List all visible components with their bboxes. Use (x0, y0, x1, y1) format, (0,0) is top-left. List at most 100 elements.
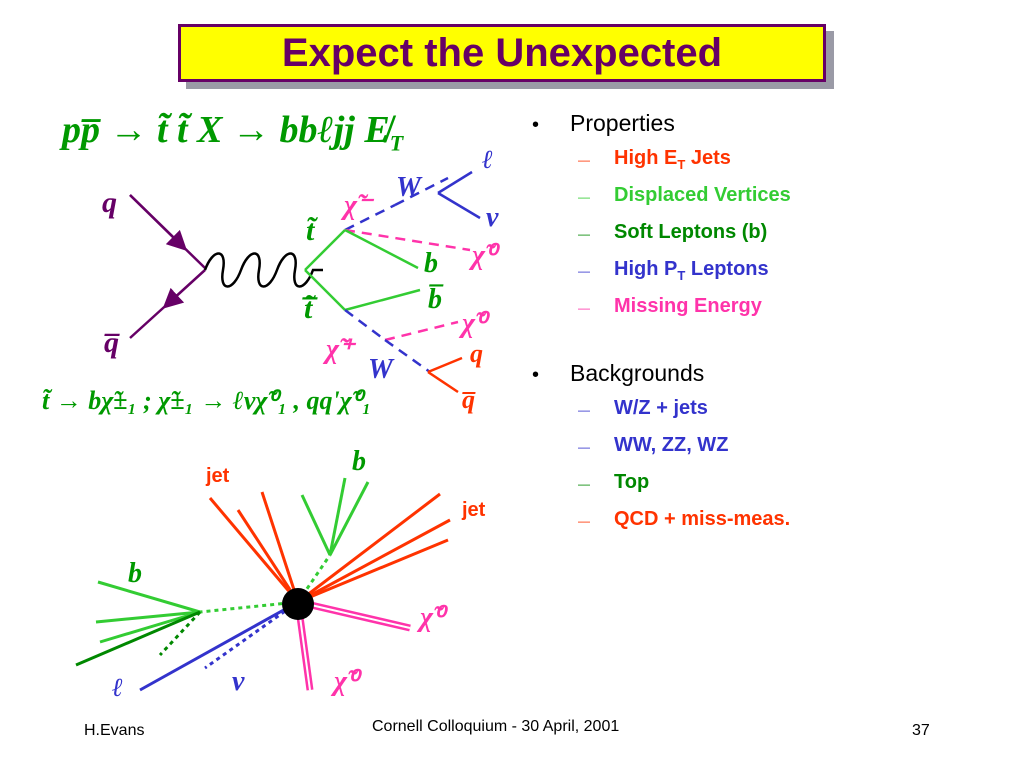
reaction-met-sub: T (389, 130, 404, 156)
bbar-quark-line (344, 288, 421, 312)
reaction-lhs: pp̅ (62, 109, 100, 151)
reaction-formula: pp̅ → t̃ t̃ X → bbℓjj E̸T (62, 108, 403, 158)
dash-marker: — (578, 153, 590, 167)
reaction-rhs: bbℓjj (279, 109, 365, 151)
b-quark-line (344, 228, 419, 270)
label-qbar-in: q̅ (104, 326, 120, 359)
footer-page-number: 37 (912, 722, 930, 739)
antiquark-line-in-arrow (162, 269, 206, 309)
footer-event: Cornell Colloquium - 30 April, 2001 (372, 718, 620, 735)
label-bbar: b̅ (428, 284, 444, 315)
property-text: High ET Jets (614, 147, 731, 172)
antistop-line (304, 269, 346, 311)
neutralino-top-line (344, 228, 471, 252)
stop-line (304, 229, 346, 271)
label-w-top: W (396, 172, 423, 203)
reaction-mid: t̃ t̃ X (157, 109, 223, 151)
label-chi0-right: χ̃⁰ (416, 602, 449, 633)
soft-lepton-track (75, 610, 201, 667)
b-jet-track (328, 481, 370, 556)
dash-marker: — (578, 514, 590, 528)
property-text: Displaced Vertices (614, 184, 791, 206)
property-text: Soft Leptons (b) (614, 221, 768, 243)
background-text: WW, ZZ, WZ (614, 434, 729, 456)
label-q-in: q (102, 186, 117, 219)
property-item: — Displaced Vertices (578, 184, 1002, 221)
primary-vertex (282, 588, 314, 620)
label-jet-right: jet (461, 499, 486, 521)
quark-line-in-arrow (129, 194, 188, 251)
background-item: — WW, ZZ, WZ (578, 434, 1002, 471)
neutrino-track (204, 600, 299, 670)
property-item: — High PT Leptons (578, 258, 1002, 295)
bullet-dot: • (532, 364, 540, 386)
property-text: High PT Leptons (614, 258, 769, 283)
chargino-minus-line (344, 203, 396, 232)
gluon-line (203, 252, 323, 288)
b-jet-displaced (199, 600, 299, 614)
label-b: b (424, 248, 438, 279)
dash-marker: — (578, 477, 590, 491)
dash-marker: — (578, 264, 590, 278)
background-item: — QCD + miss-meas. (578, 508, 1002, 545)
property-item: — High ET Jets (578, 147, 1002, 184)
label-w-bottom: W (368, 354, 395, 385)
background-item: — W/Z + jets (578, 397, 1002, 434)
backgrounds-heading: Backgrounds (570, 360, 705, 386)
dash-marker: — (578, 227, 590, 241)
lepton-track (139, 600, 299, 692)
b-jet-track (99, 610, 201, 644)
reaction-met: E̸ (364, 109, 390, 151)
neutralino-bottom-line (384, 320, 459, 342)
label-neutrino-event: ν (232, 666, 245, 697)
label-stop: t̃ (306, 214, 319, 247)
decay-formula: t̃ → bχ̃±₁ ; χ̃±₁ → ℓνχ̃⁰₁ , qq'χ̃⁰₁ (42, 386, 372, 415)
property-text: Missing Energy (614, 295, 762, 317)
b-jet-track (300, 494, 332, 556)
label-chi-minus: χ̃⁻ (340, 190, 375, 221)
label-b-top: b (352, 446, 366, 477)
jet-track (297, 538, 449, 604)
label-qbar-out: q̅ (462, 385, 476, 414)
label-lepton: ℓ (482, 145, 493, 174)
reaction-arrow-1: → (109, 109, 148, 151)
jet-track (236, 509, 300, 603)
property-item: — Missing Energy (578, 295, 1002, 332)
background-text: Top (614, 471, 650, 493)
jet-track (260, 491, 300, 603)
label-chi-plus: χ̃⁺ (322, 334, 357, 365)
dash-marker: — (578, 190, 590, 204)
soft-lepton-dotted (158, 610, 202, 657)
slide-title: Expect the Unexpected (281, 30, 723, 75)
background-text: QCD + miss-meas. (614, 508, 791, 530)
neutralino-right-track-inner (297, 601, 411, 629)
dash-marker: — (578, 301, 590, 315)
bullet-list: • Properties —High ET Jets—Displaced Ver… (532, 110, 1002, 545)
b-jet-track (97, 580, 201, 614)
jet-track (297, 518, 451, 604)
dash-marker: — (578, 440, 590, 454)
label-chi0-top: χ̃⁰ (468, 240, 501, 271)
background-text: W/Z + jets (614, 397, 708, 419)
label-lepton-event: ℓ (112, 673, 123, 702)
dash-marker: — (578, 403, 590, 417)
b-jet-track (95, 610, 201, 624)
label-chi0-bottom-event: χ̃⁰ (330, 666, 363, 697)
jet-track (297, 492, 441, 604)
label-chi0-bottom: χ̃⁰ (458, 308, 491, 339)
label-neutrino: ν (486, 202, 499, 233)
qbar-out-line (427, 370, 459, 394)
label-b-left: b (128, 558, 142, 589)
label-antistop: t̃̅ (302, 292, 318, 325)
b-jet-track (328, 477, 347, 556)
footer-author: H.Evans (84, 722, 145, 739)
title-box: Expect the Unexpected (178, 24, 826, 82)
reaction-arrow-2: → (231, 109, 270, 151)
chargino-plus-line (344, 309, 386, 341)
backgrounds-section: • Backgrounds (532, 360, 1002, 387)
q-out-line (427, 356, 463, 374)
event-display (75, 477, 451, 692)
property-item: — Soft Leptons (b) (578, 221, 1002, 258)
jet-track (208, 497, 300, 603)
